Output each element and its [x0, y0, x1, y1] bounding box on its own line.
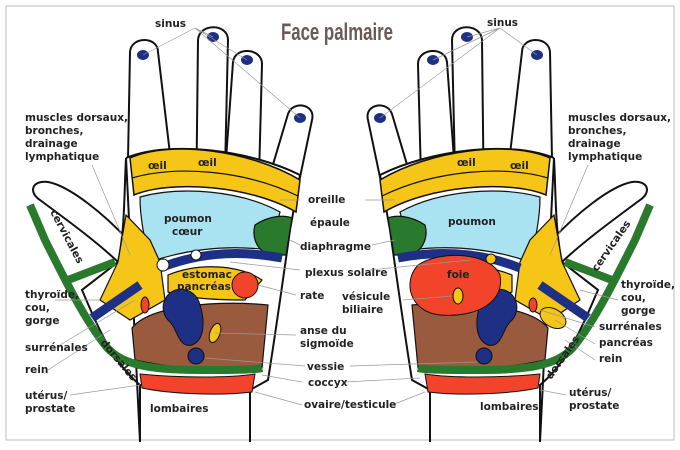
thumb: [32, 180, 130, 264]
label-coccyx: coccyx: [308, 377, 348, 389]
left-hand: [26, 26, 314, 443]
label-oeil: œil: [510, 160, 529, 172]
label-muscles: lymphatique: [568, 151, 642, 163]
spine-band: [26, 203, 264, 375]
label-lombaires: lombaires: [480, 401, 539, 413]
solar-plexus-dot: [485, 253, 497, 265]
label-plexus: plexus solaire: [305, 267, 387, 279]
label-vessie: vessie: [307, 361, 344, 373]
label-coeur: cœur: [172, 226, 203, 238]
center-labels: oreille épaule diaphragme plexus solaire…: [300, 194, 396, 411]
label-pancreas: pancréas: [177, 281, 231, 293]
label-surrenales: surrénales: [599, 321, 662, 333]
label-muscles: muscles dorsaux,: [568, 112, 671, 124]
label-oeil: œil: [457, 157, 476, 169]
label-lombaires: lombaires: [150, 403, 209, 415]
label-rein: rein: [599, 353, 622, 365]
page-title: Face palmaire: [281, 19, 393, 46]
label-oeil: œil: [148, 160, 167, 172]
thyroid-band: [66, 258, 117, 284]
label-muscles: drainage: [25, 138, 78, 150]
adrenal: [528, 297, 538, 313]
label-uterus: utérus/: [569, 387, 612, 399]
eye-zone-divider: [131, 170, 299, 197]
label-surrenales: surrénales: [25, 342, 88, 354]
right-labels: sinus muscles dorsaux, bronches, drainag…: [342, 17, 675, 413]
label-thyroide: gorge: [25, 315, 60, 327]
label-muscles: bronches,: [25, 125, 83, 137]
label-uterus: prostate: [25, 403, 75, 415]
label-anse: sigmoïde: [300, 338, 354, 350]
label-vesicule: biliaire: [342, 304, 383, 316]
label-oeil: œil: [198, 157, 217, 169]
label-rate: rate: [300, 290, 324, 302]
label-thyroide: thyroïde,: [25, 289, 79, 301]
label-thyroide: cou,: [621, 292, 646, 304]
label-pancreas: pancréas: [599, 337, 653, 349]
solar-plexus-dot: [190, 249, 202, 261]
label-sinus: sinus: [155, 18, 186, 30]
label-rein: rein: [25, 364, 48, 376]
label-muscles: drainage: [568, 138, 621, 150]
label-thyroide: cou,: [25, 302, 50, 314]
right-organs: [409, 253, 567, 329]
label-oreille: oreille: [308, 194, 345, 206]
label-poumon: poumon: [164, 213, 212, 225]
diaphragm-shoulder-zone: [253, 215, 293, 256]
spleen: [231, 271, 259, 299]
label-epaule: épaule: [310, 217, 350, 229]
solar-plexus-dot: [156, 258, 170, 272]
label-foie: foie: [447, 269, 470, 281]
lumbar-zone: [139, 373, 256, 395]
label-uterus: utérus/: [25, 390, 68, 402]
label-anse: anse du: [300, 325, 347, 337]
diaphragm-band: [158, 248, 283, 273]
frame: [5, 5, 675, 441]
eye-zone: [129, 148, 301, 214]
label-muscles: muscles dorsaux,: [25, 112, 128, 124]
label-poumon: poumon: [448, 216, 496, 228]
pancreas: [539, 307, 567, 329]
label-vesicule: vésicule: [342, 291, 390, 303]
label-ovaire: ovaire/testicule: [304, 399, 396, 411]
label-thyroide: gorge: [621, 305, 656, 317]
label-muscles: bronches,: [568, 125, 626, 137]
label-diaphragme: diaphragme: [300, 241, 371, 253]
bladder: [187, 347, 205, 365]
label-uterus: prostate: [569, 400, 619, 412]
label-sinus: sinus: [487, 17, 518, 29]
leader-lines: [47, 27, 619, 406]
liver: [409, 254, 502, 316]
adrenal-band: [89, 281, 143, 322]
adrenal: [140, 296, 150, 314]
label-thyroide: thyroïde,: [621, 279, 675, 291]
kidney: [162, 288, 204, 346]
gallbladder: [452, 287, 464, 305]
label-muscles: lymphatique: [25, 151, 99, 163]
label-estomac: estomac: [182, 269, 232, 281]
